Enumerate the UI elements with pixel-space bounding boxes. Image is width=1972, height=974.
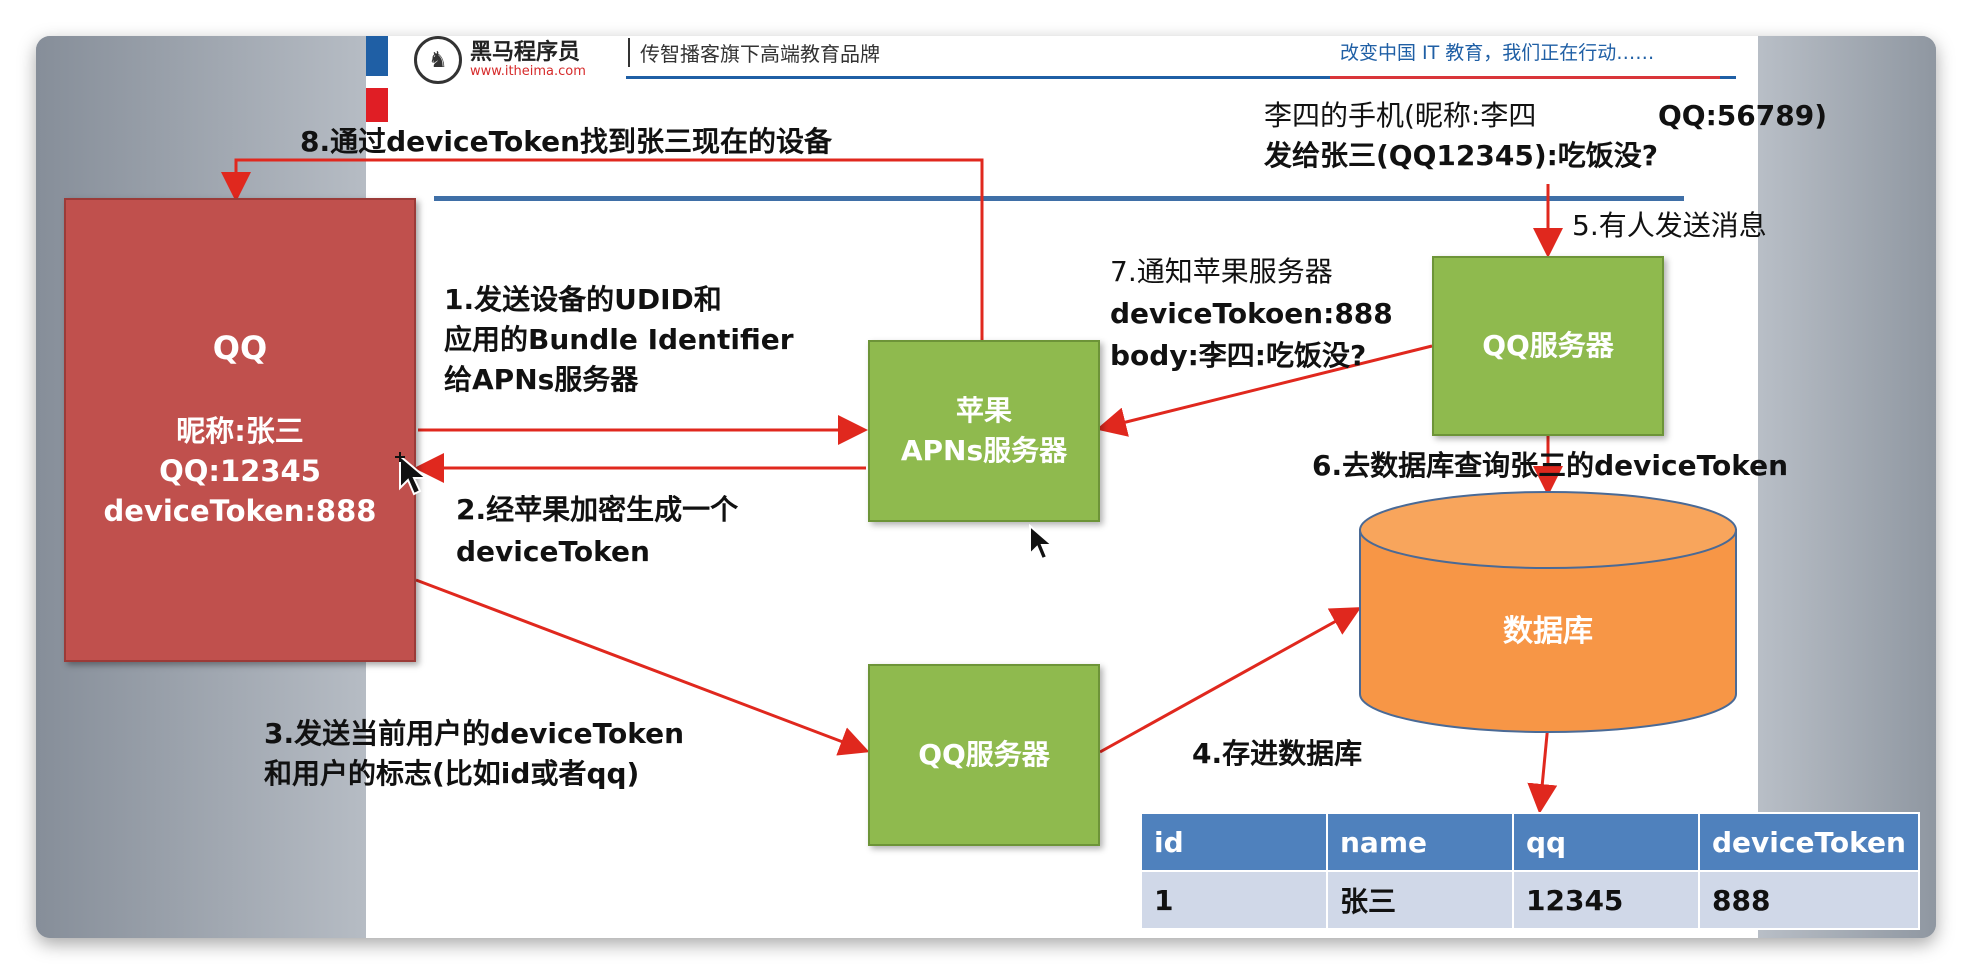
label-step8: 8.通过deviceToken找到张三现在的设备 xyxy=(300,125,833,158)
column-header-devicetoken: deviceToken xyxy=(1698,812,1920,872)
arrow-step8 xyxy=(221,158,984,340)
qq-client-title: QQ xyxy=(212,329,268,367)
label-lisi-qq: QQ:56789) xyxy=(1658,99,1828,132)
move-cursor-icon xyxy=(395,452,429,496)
header-rule xyxy=(626,76,1736,79)
brand-bar-blue xyxy=(366,36,388,76)
database-label: 数据库 xyxy=(1503,614,1593,649)
label-lisi-line1: 李四的手机(昵称:李四 xyxy=(1264,99,1537,132)
cell-id: 1 xyxy=(1140,870,1328,930)
qq-client-box: QQ 昵称:张三 QQ:12345 deviceToken:888 xyxy=(64,198,416,662)
cell-devicetoken: 888 xyxy=(1698,870,1920,930)
qq-server-box-bottom: QQ服务器 xyxy=(868,664,1100,846)
label-step7-line1: 7.通知苹果服务器 xyxy=(1110,255,1333,288)
cell-name: 张三 xyxy=(1326,870,1514,930)
apns-label-line1: 苹果 xyxy=(955,394,1012,427)
column-header-id: id xyxy=(1140,812,1328,872)
brand-bar-red xyxy=(366,88,388,122)
label-step2-line1: 2.经苹果加密生成一个 xyxy=(456,493,739,526)
qq-client-token: deviceToken:888 xyxy=(103,494,377,528)
qq-server-top-label: QQ服务器 xyxy=(1482,329,1614,362)
label-step1-line2: 应用的Bundle Identifier xyxy=(444,323,794,356)
qq-server-bottom-label: QQ服务器 xyxy=(918,738,1050,771)
header-rule-accent xyxy=(1330,76,1720,79)
table-header-row: id name qq deviceToken xyxy=(1140,812,1920,872)
divider-rule xyxy=(434,196,1684,201)
label-step5: 5.有人发送消息 xyxy=(1572,209,1767,242)
column-header-name: name xyxy=(1326,812,1514,872)
label-step4: 4.存进数据库 xyxy=(1192,737,1363,770)
apns-label-line2: APNs服务器 xyxy=(900,434,1068,467)
right-backdrop xyxy=(1756,36,1936,938)
arrow-step3 xyxy=(415,578,870,756)
arrow-step7 xyxy=(1096,344,1433,437)
cell-qq: 12345 xyxy=(1512,870,1700,930)
label-step2-line2: deviceToken xyxy=(456,535,650,568)
brand-logo: ♞ 黑马程序员 www.itheima.com xyxy=(414,36,586,84)
database-cylinder xyxy=(1359,491,1737,733)
label-step1-line1: 1.发送设备的UDID和 xyxy=(444,283,722,316)
label-step3-line1: 3.发送当前用户的deviceToken xyxy=(264,717,685,750)
label-step1-line3: 给APNs服务器 xyxy=(444,363,639,396)
label-step3-line2: 和用户的标志(比如id或者qq) xyxy=(264,757,640,790)
mouse-pointer-icon xyxy=(1029,524,1055,561)
label-step6: 6.去数据库查询张三的deviceToken xyxy=(1312,449,1789,482)
brand-name: 黑马程序员 xyxy=(470,39,581,65)
brand-motto: 改变中国 IT 教育，我们正在行动…… xyxy=(1340,42,1655,64)
brand-slogan: 传智播客旗下高端教育品牌 xyxy=(628,38,880,67)
column-header-qq: qq xyxy=(1512,812,1700,872)
qq-client-nickname: 昵称:张三 xyxy=(176,414,304,448)
label-step7-line2: deviceTokoen:888 xyxy=(1110,297,1393,330)
label-lisi-line2: 发给张三(QQ12345):吃饭没? xyxy=(1264,139,1659,172)
brand-url: www.itheima.com xyxy=(470,63,586,79)
apns-server-box: 苹果 APNs服务器 xyxy=(868,340,1100,522)
qq-client-number: QQ:12345 xyxy=(159,454,321,488)
table-row: 1 张三 12345 888 xyxy=(1140,870,1920,930)
horse-logo-icon: ♞ xyxy=(414,36,462,84)
label-step7-line3: body:李四:吃饭没? xyxy=(1110,339,1367,372)
database-table: id name qq deviceToken 1 张三 12345 888 xyxy=(1140,812,1920,930)
arrow-to-table xyxy=(1527,723,1558,814)
arrow-step4 xyxy=(1099,607,1362,754)
qq-server-box-top: QQ服务器 xyxy=(1432,256,1664,436)
